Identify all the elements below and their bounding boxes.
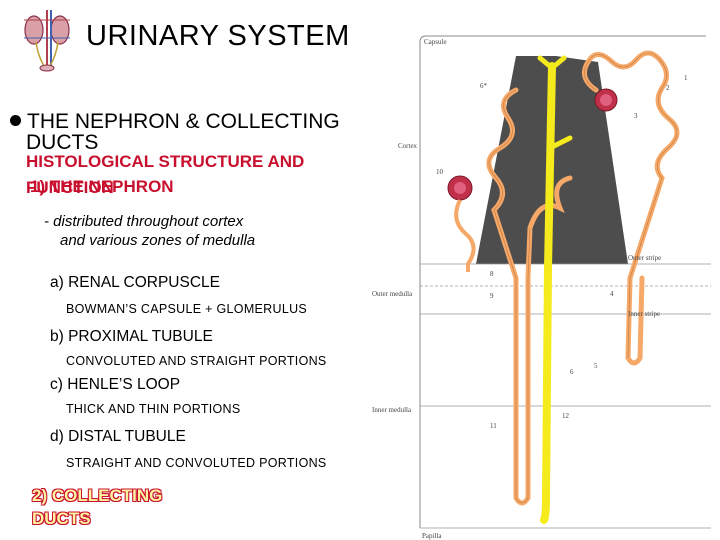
- section-subtitle: HISTOLOGICAL STRUCTURE AND FUNCTION: [26, 152, 305, 197]
- bullet-text: THE NEPHRON & COLLECTING: [27, 110, 340, 133]
- collecting-duct: [540, 62, 556, 524]
- marker-1: 1: [684, 74, 688, 82]
- label-outer-medulla: Outer medulla: [372, 290, 413, 298]
- item-henles-loop-detail: THICK AND THIN PORTIONS: [66, 402, 241, 416]
- page-title: URINARY SYSTEM: [86, 20, 350, 52]
- glomerulus-mid-core: [454, 182, 466, 194]
- item-proximal-tubule: b) PROXIMAL TUBULE: [50, 328, 213, 345]
- bullet-dot-icon: [10, 115, 21, 126]
- short-loop-nephron-outline: [584, 52, 678, 359]
- marker-11: 11: [490, 422, 497, 430]
- label-outer-stripe: Outer stripe: [628, 254, 661, 262]
- section-collecting-ducts: 2) COLLECTING DUCTS: [32, 484, 162, 530]
- cortical-tubule: [454, 199, 476, 272]
- marker-5: 5: [594, 362, 598, 370]
- marker-8: 8: [490, 270, 494, 278]
- item-renal-corpuscle: a) RENAL CORPUSCLE: [50, 274, 220, 291]
- marker-3: 3: [634, 112, 638, 120]
- item-distal-tubule-detail: STRAIGHT AND CONVOLUTED PORTIONS: [66, 456, 327, 470]
- main-bullet: THE NEPHRON & COLLECTING: [10, 110, 340, 134]
- marker-6: 6: [570, 368, 574, 376]
- marker-12: 12: [562, 412, 570, 420]
- main-bullet-continuation: DUCTS: [26, 131, 99, 154]
- nephron-diagram: Capsule Cortex Outer stripe Outer medull…: [372, 35, 711, 540]
- marker-9: 9: [490, 292, 494, 300]
- marker-2: 2: [666, 84, 670, 92]
- collecting-line: DUCTS: [32, 509, 91, 528]
- urinary-system-thumbnail-icon: [24, 10, 70, 72]
- capsule-outline: [419, 35, 706, 43]
- description-line: - distributed throughout cortex: [44, 213, 244, 230]
- glomerulus-upper-core: [600, 94, 612, 106]
- label-inner-stripe: Inner stripe: [628, 310, 660, 318]
- collecting-duct-branch: [537, 55, 573, 151]
- marker-10: 10: [436, 168, 444, 176]
- item-renal-corpuscle-detail: BOWMAN’S CAPSULE + GLOMERULUS: [66, 302, 308, 316]
- long-loop-nephron-outline: [488, 89, 531, 504]
- nephron-description: - distributed throughout cortex and vari…: [44, 212, 255, 250]
- section-nephron-heading: 1) THE NEPHRON: [30, 177, 174, 196]
- collecting-line: 2) COLLECTING: [32, 486, 163, 505]
- item-proximal-tubule-detail: CONVOLUTED AND STRAIGHT PORTIONS: [66, 354, 327, 368]
- marker-7: 7: [496, 248, 500, 256]
- label-capsule: Capsule: [424, 38, 447, 46]
- description-line: and various zones of medulla: [60, 232, 256, 249]
- label-papilla: Papilla: [422, 532, 442, 540]
- marker-6-star: 6*: [480, 82, 488, 90]
- item-distal-tubule: d) DISTAL TUBULE: [50, 428, 186, 445]
- item-henles-loop: c) HENLE’S LOOP: [50, 376, 181, 393]
- label-cortex: Cortex: [398, 142, 418, 150]
- marker-4: 4: [610, 290, 614, 298]
- label-inner-medulla: Inner medulla: [372, 406, 412, 414]
